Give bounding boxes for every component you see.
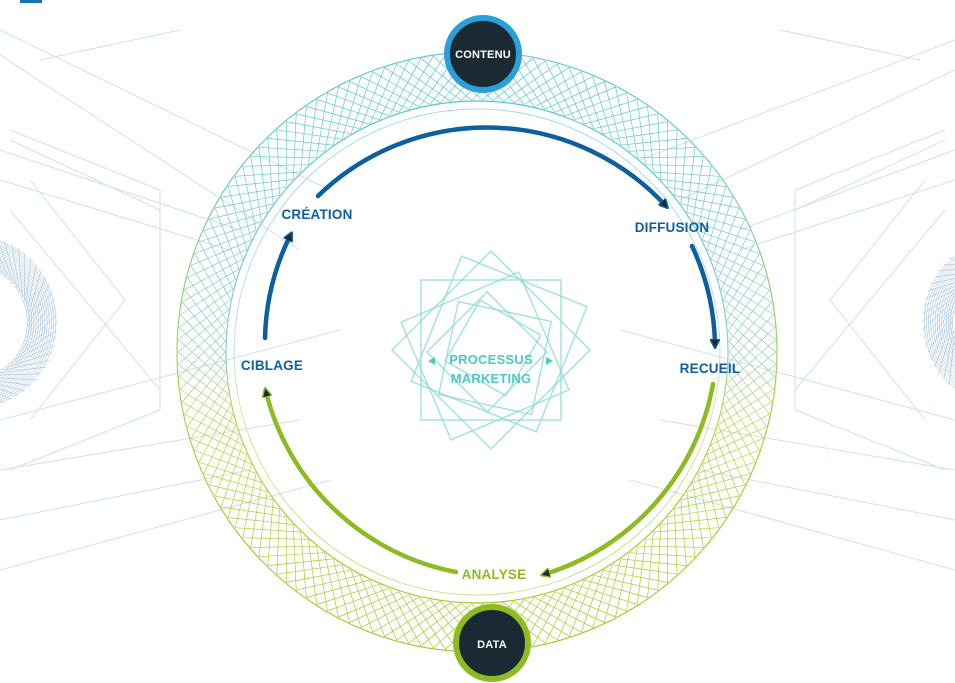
step-label-diffusion: DIFFUSION (635, 220, 710, 235)
right-triangle-icon (546, 357, 553, 365)
contenu-label: CONTENU (455, 49, 511, 61)
arrow-diffusion-to-recueil (689, 243, 715, 344)
arrow-analyse-to-ciblage (266, 392, 459, 575)
step-label-recueil: RECUEIL (680, 361, 741, 376)
contenu-node: CONTENU (444, 15, 522, 93)
background-line-pattern (0, 29, 955, 571)
arrow-recueil-to-analyse (545, 381, 716, 574)
data-label: DATA (477, 639, 507, 651)
inner-ring-border (225, 100, 729, 604)
step-label-ciblage: CIBLAGE (241, 358, 303, 373)
arrow-creation-to-diffusion (315, 125, 665, 205)
arrow-ciblage-to-creation (262, 236, 290, 341)
center-square-pattern (390, 249, 592, 451)
center-label-line2: MARKETING (451, 371, 532, 386)
process-circle-guide (233, 108, 721, 596)
step-label-creation: CRÉATION (281, 207, 352, 222)
left-decorative-circle (0, 241, 59, 404)
center-label-line1: PROCESSUS (449, 352, 533, 367)
center-label: PROCESSUS MARKETING (428, 352, 553, 386)
step-label-analyse: ANALYSE (462, 567, 527, 582)
left-triangle-icon (428, 357, 435, 365)
data-node: DATA (453, 604, 531, 682)
right-decorative-circle (921, 255, 955, 391)
corner-mark (20, 0, 42, 3)
